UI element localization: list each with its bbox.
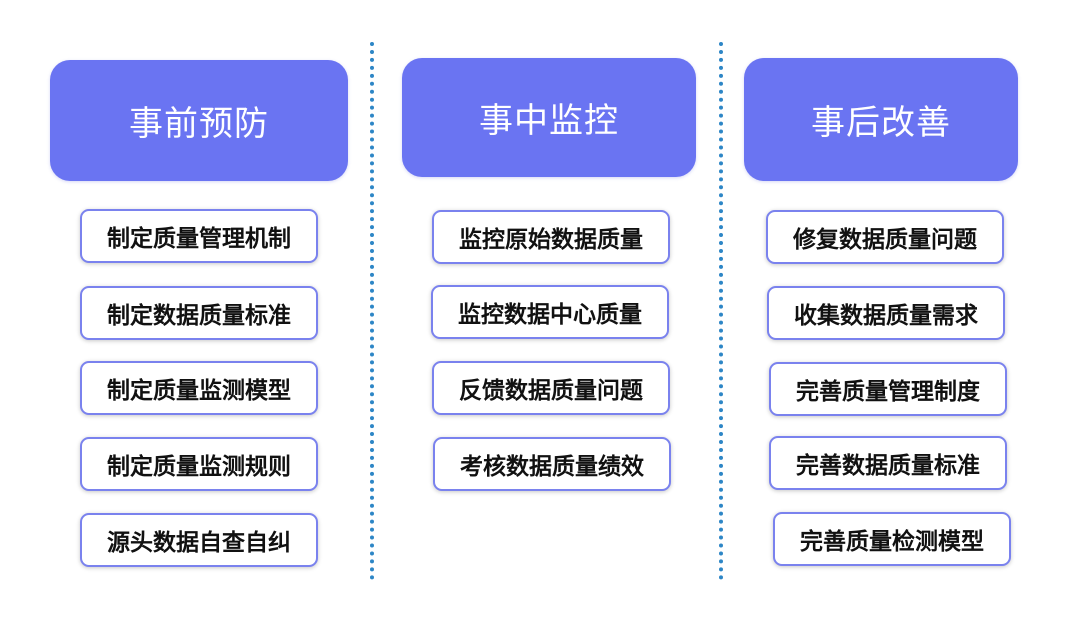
improvement-item: 完善质量检测模型 <box>773 512 1011 566</box>
column-divider-2 <box>719 42 723 580</box>
header-improvement: 事后改善 <box>744 58 1018 181</box>
monitoring-item: 考核数据质量绩效 <box>433 437 671 491</box>
prevention-item: 源头数据自查自纠 <box>80 513 318 567</box>
column-divider-1 <box>370 42 374 580</box>
prevention-item: 制定质量管理机制 <box>80 209 318 263</box>
improvement-item: 完善质量管理制度 <box>769 362 1007 416</box>
improvement-item: 修复数据质量问题 <box>766 210 1004 264</box>
improvement-item: 完善数据质量标准 <box>769 436 1007 490</box>
prevention-item: 制定数据质量标准 <box>80 286 318 340</box>
prevention-item: 制定质量监测规则 <box>80 437 318 491</box>
prevention-item: 制定质量监测模型 <box>80 361 318 415</box>
header-prevention: 事前预防 <box>50 60 348 181</box>
header-monitoring: 事中监控 <box>402 58 696 177</box>
improvement-item: 收集数据质量需求 <box>767 286 1005 340</box>
monitoring-item: 监控数据中心质量 <box>431 285 669 339</box>
monitoring-item: 反馈数据质量问题 <box>432 361 670 415</box>
monitoring-item: 监控原始数据质量 <box>432 210 670 264</box>
